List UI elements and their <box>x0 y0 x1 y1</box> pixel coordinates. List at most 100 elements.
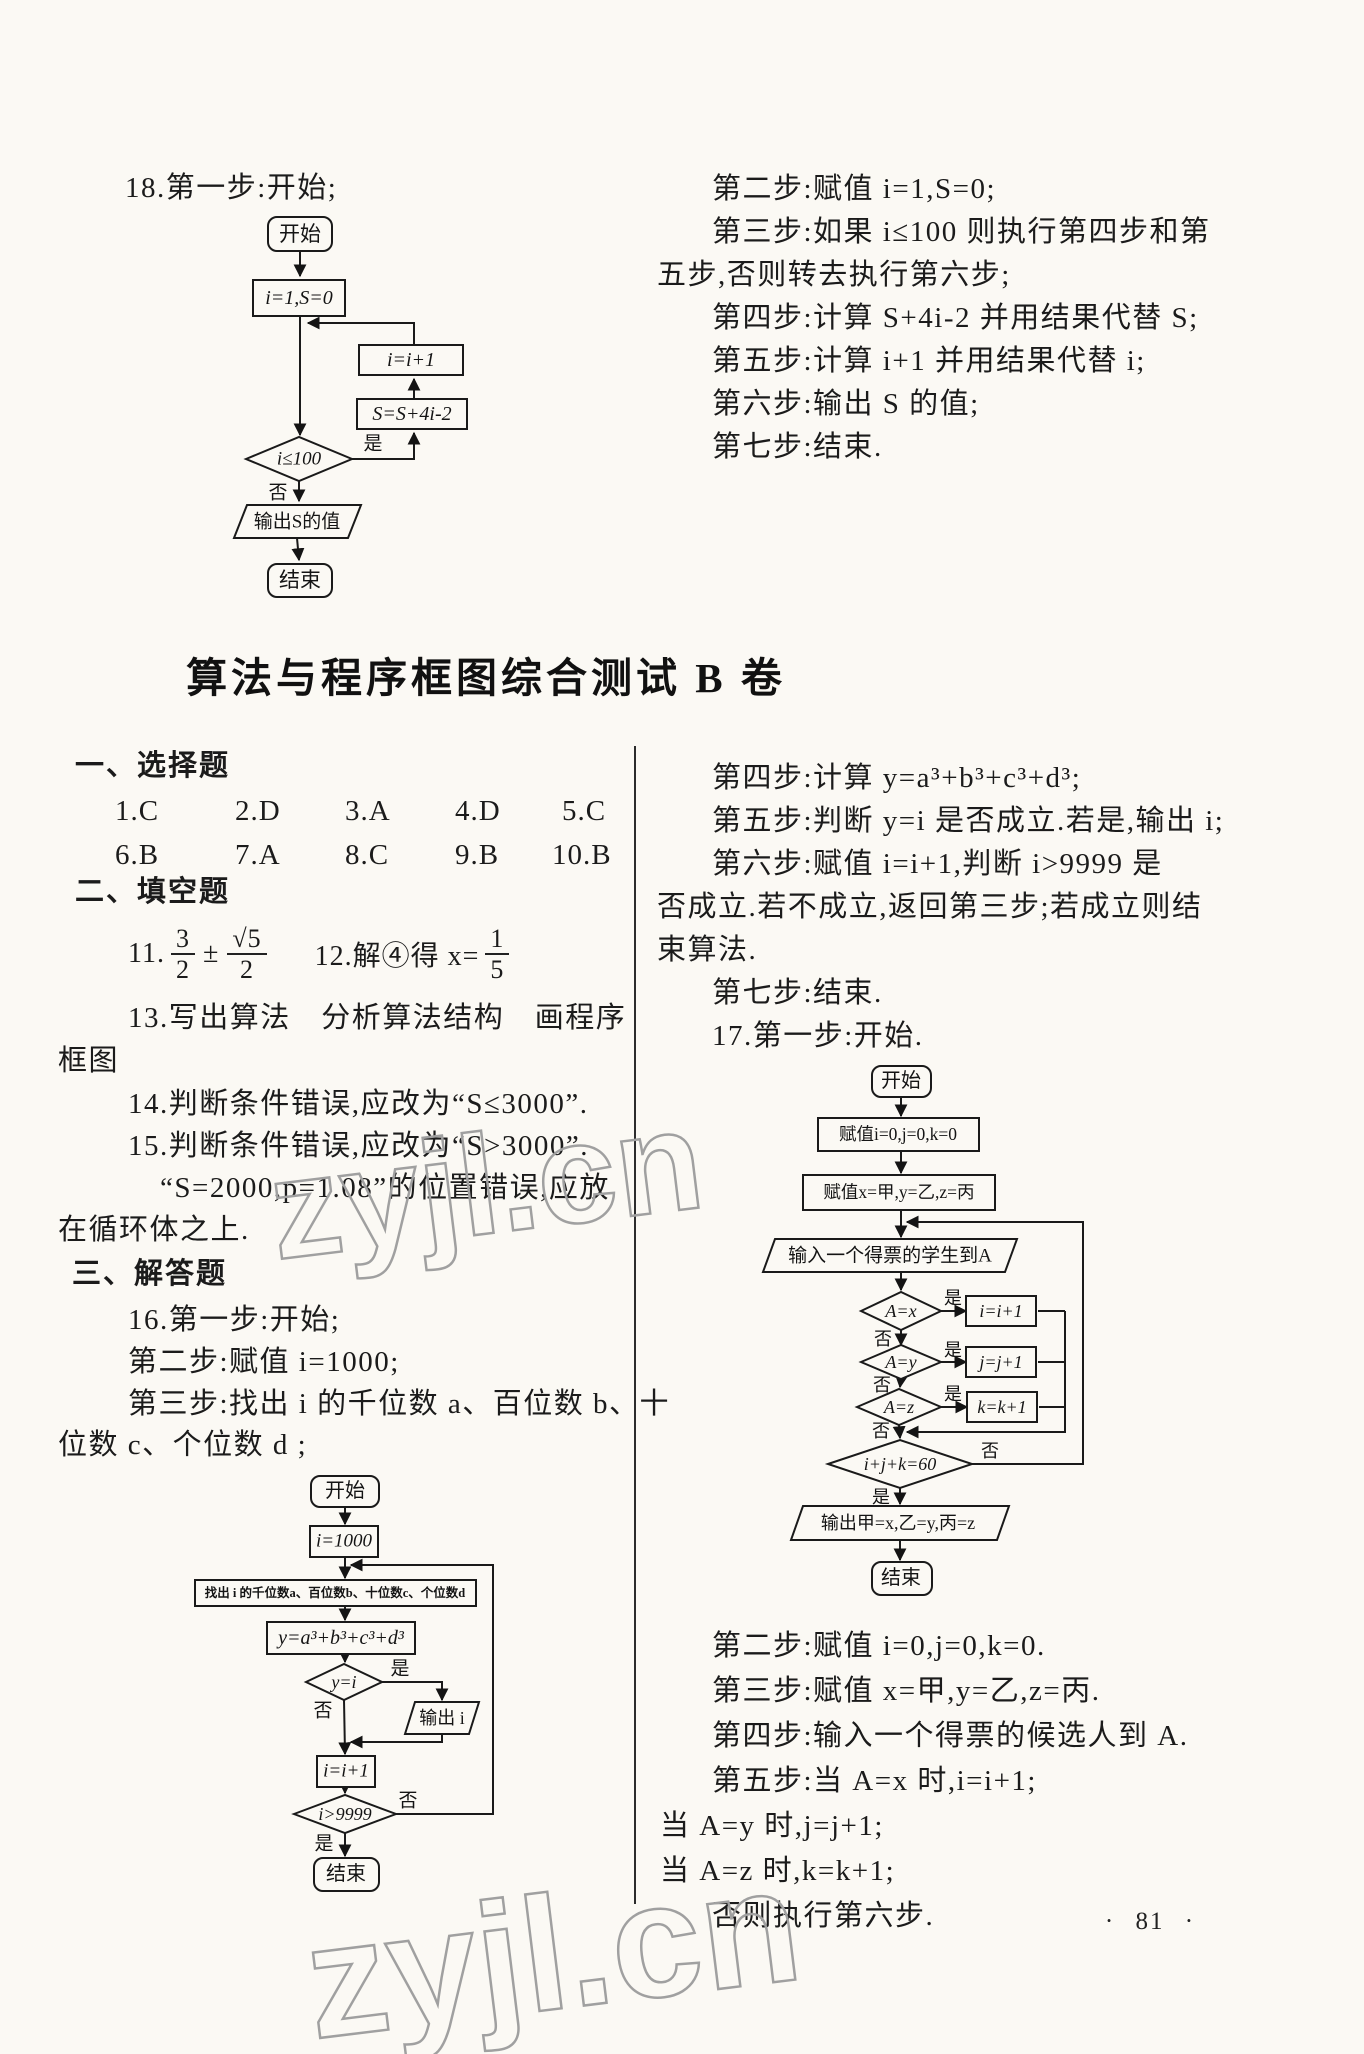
fraction-numerator: 1 <box>485 925 510 956</box>
watermark-bottom: zyjl.cn <box>295 1832 811 2054</box>
fraction-1-5: 1 5 <box>485 925 510 985</box>
answer-10: 10.B <box>552 839 612 871</box>
answer-3: 3.A <box>345 795 391 827</box>
fc16-start: 开始 <box>325 1479 365 1502</box>
fc16-find-digits: 找出 i 的千位数a、百位数b、十位数c、个位数d <box>205 1585 465 1600</box>
p16-step-2: 第二步:赋值 i=1000; <box>128 1346 400 1378</box>
p18-step-3: 第三步:如果 i≤100 则执行第四步和第 <box>712 216 1211 248</box>
p17-step-5b: 当 A=y 时,j=j+1; <box>660 1810 884 1842</box>
p17-step-2: 第二步:赋值 i=0,j=0,k=0. <box>712 1630 1046 1662</box>
fc16-calc: y=a³+b³+c³+d³ <box>276 1627 405 1649</box>
flowchart-18: 开始 i=1,S=0 i=i+1 S=S+4i-2 i≤100 是 否 输出S的… <box>232 216 468 598</box>
fc17-end: 结束 <box>881 1566 921 1589</box>
fc17-inc-i: i=i+1 <box>979 1301 1022 1321</box>
p18-step-2: 第二步:赋值 i=1,S=0; <box>712 173 997 205</box>
fc16-yes-label: 是 <box>390 1659 409 1680</box>
p16-step-3: 第三步:找出 i 的千位数 a、百位数 b、十 <box>128 1388 670 1420</box>
flowchart-17: 开始 赋值i=0,j=0,k=0 赋值x=甲,y=乙,z=丙 输入一个得票的学生… <box>761 1065 1084 1596</box>
plus-minus-sign: ± <box>202 938 220 970</box>
fill-item-11-12: 11. 3 2 ± √5 2 12.解④得 x= 1 5 <box>128 925 515 984</box>
fill-item-14: 14.判断条件错误,应改为“S≤3000”. <box>128 1088 589 1120</box>
p16-step-3b: 位数 c、个位数 d ; <box>58 1429 308 1461</box>
answer-5: 5.C <box>562 795 607 827</box>
fc17-cond-ay: A=y <box>884 1352 916 1372</box>
p17-step-3: 第三步:赋值 x=甲,y=乙,z=丙. <box>712 1675 1101 1707</box>
fc16-end: 结束 <box>326 1862 366 1885</box>
fill-item-13b: 框图 <box>58 1045 120 1077</box>
fraction-numerator: 3 <box>170 925 195 956</box>
answer-1: 1.C <box>115 795 160 827</box>
p17-step-4: 第四步:输入一个得票的候选人到 A. <box>712 1720 1189 1752</box>
fc18-init: i=1,S=0 <box>265 287 333 309</box>
watermark-text: zyjl.cn <box>296 1833 810 2054</box>
p17-intro: 17.第一步:开始. <box>712 1020 924 1052</box>
fraction-numerator: √5 <box>227 925 267 956</box>
fc16-no-label: 否 <box>313 1701 332 1722</box>
fc17-inc-j: j=j+1 <box>977 1352 1022 1372</box>
fc17-no-4: 否 <box>981 1441 999 1461</box>
fc18-cond: i≤100 <box>277 449 322 470</box>
fraction-denominator: 5 <box>490 955 505 985</box>
fill-item-15: 15.判断条件错误,应改为“S>3000”. <box>128 1130 589 1162</box>
fraction-3-2: 3 2 <box>170 925 195 985</box>
p18-step-7: 第七步:结束. <box>712 431 883 463</box>
fc17-init-ijk: 赋值i=0,j=0,k=0 <box>839 1124 957 1144</box>
fc17-no-2: 否 <box>873 1375 891 1395</box>
answer-7: 7.A <box>235 839 281 871</box>
fc16-yes-label-2: 是 <box>314 1834 333 1855</box>
answer-9: 9.B <box>455 839 500 871</box>
fill-item-15c: 在循环体之上. <box>58 1214 250 1246</box>
fc16-inc: i=i+1 <box>323 1761 369 1782</box>
p16-right-step-4: 第四步:计算 y=a³+b³+c³+d³; <box>712 762 1082 794</box>
item12-prefix: 12.解④得 x= <box>314 941 480 973</box>
section-solve-heading: 三、解答题 <box>72 1258 228 1290</box>
fc17-yes-1: 是 <box>944 1288 962 1308</box>
p16-right-step-6: 第六步:赋值 i=i+1,判断 i>9999 是 <box>712 848 1163 880</box>
p16-right-step-6b: 否成立.若不成立,返回第三步;若成立则结 <box>657 891 1203 923</box>
fc17-start: 开始 <box>881 1069 921 1092</box>
p16-right-step-7: 第七步:结束. <box>712 977 883 1009</box>
fc18-inc: i=i+1 <box>387 349 435 371</box>
fc17-cond-sum: i+j+k=60 <box>864 1454 936 1474</box>
fill-item-15b: “S=2000,p=1.08”的位置错误,应放 <box>160 1172 610 1204</box>
fraction-denominator: 2 <box>175 955 190 985</box>
p16-right-step-6c: 束算法. <box>657 934 758 966</box>
p18-step-6: 第六步:输出 S 的值; <box>712 388 980 420</box>
flowchart-16: 开始 i=1000 找出 i 的千位数a、百位数b、十位数c、个位数d y=a³… <box>194 1475 494 1892</box>
p16-right-step-5: 第五步:判断 y=i 是否成立.若是,输出 i; <box>712 805 1225 837</box>
fc17-yes-4: 是 <box>872 1487 890 1507</box>
watermark-text: zyjl.cn <box>261 1080 711 1291</box>
p17-step-5: 第五步:当 A=x 时,i=i+1; <box>712 1765 1037 1797</box>
fc17-input: 输入一个得票的学生到A <box>788 1245 992 1267</box>
item11-number: 11. <box>128 938 165 970</box>
fc17-no-3: 否 <box>872 1421 890 1441</box>
page-number: · 81 · <box>1104 1908 1196 1935</box>
fraction-denominator: 2 <box>239 955 254 985</box>
fc17-no-1: 否 <box>874 1329 892 1349</box>
p18-step-3b: 五步,否则转去执行第六步; <box>657 259 1011 291</box>
fc16-no-label-2: 否 <box>398 1791 417 1812</box>
fc16-cond-y-i: y=i <box>329 1672 356 1692</box>
fill-item-13: 13.写出算法 分析算法结构 画程序 <box>128 1002 627 1034</box>
fc17-yes-2: 是 <box>944 1340 962 1360</box>
fc18-end: 结束 <box>279 568 321 592</box>
fc17-inc-k: k=k+1 <box>977 1397 1026 1417</box>
column-divider <box>634 746 636 1904</box>
section-fill-heading: 二、填空题 <box>75 876 231 908</box>
p16-step-1: 16.第一步:开始; <box>128 1304 341 1336</box>
fc18-acc: S=S+4i-2 <box>372 403 451 425</box>
p17-step-5d: 否则执行第六步. <box>712 1900 935 1932</box>
fc16-output: 输出 i <box>419 1708 465 1728</box>
fc17-init-xyz: 赋值x=甲,y=乙,z=丙 <box>823 1182 974 1202</box>
answer-8: 8.C <box>345 839 390 871</box>
p17-step-5c: 当 A=z 时,k=k+1; <box>660 1855 896 1887</box>
answer-4: 4.D <box>455 795 501 827</box>
fc17-output: 输出甲=x,乙=y,丙=z <box>821 1513 975 1533</box>
watermark-middle: zyjl.cn <box>260 1078 713 1291</box>
p18-step-5: 第五步:计算 i+1 并用结果代替 i; <box>712 345 1146 377</box>
fc17-yes-3: 是 <box>944 1384 962 1404</box>
answer-2: 2.D <box>235 795 281 827</box>
p18-intro: 18.第一步:开始; <box>125 172 338 204</box>
page-title: 算法与程序框图综合测试 B 卷 <box>186 655 786 701</box>
answer-6: 6.B <box>115 839 160 871</box>
